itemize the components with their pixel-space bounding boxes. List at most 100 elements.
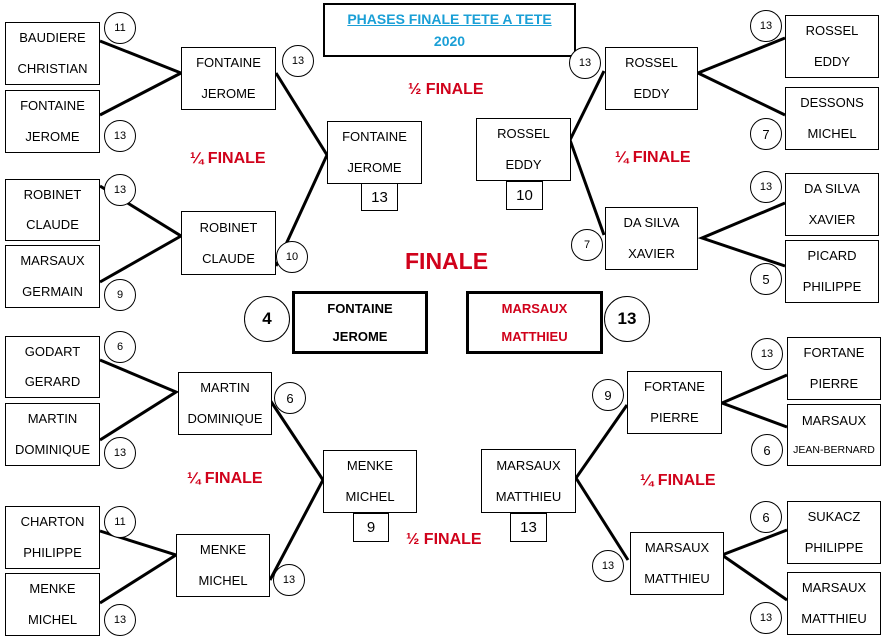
- quarter-final-label-top-right: ¼ FINALE: [615, 149, 691, 166]
- player-last-name: ROSSEL: [497, 126, 550, 142]
- score-circle: 13: [273, 564, 305, 596]
- final-score-circle: 4: [244, 296, 290, 342]
- score-circle: 13: [750, 10, 782, 42]
- player-last-name: ROBINET: [23, 187, 82, 203]
- finalist-box: MARSAUX MATTHIEU: [466, 291, 603, 354]
- player-last-name: FONTAINE: [342, 129, 407, 145]
- score-circle: 6: [750, 501, 782, 533]
- semi-winner-box: MENKE MICHEL: [323, 450, 417, 513]
- player-first-name: CHRISTIAN: [17, 60, 88, 76]
- score-circle: 7: [571, 229, 603, 261]
- finalist-box: FONTAINE JEROME: [292, 291, 428, 354]
- player-last-name: FONTAINE: [327, 300, 393, 316]
- score-circle: 13: [751, 338, 783, 370]
- player-last-name: ROBINET: [199, 219, 258, 235]
- player-first-name: MICHEL: [345, 488, 395, 504]
- player-first-name: MICHEL: [807, 125, 857, 141]
- player-last-name: MARTIN: [27, 411, 78, 427]
- player-box: MARTIN DOMINIQUE: [5, 403, 100, 466]
- player-last-name: ROSSEL: [625, 55, 678, 71]
- player-first-name: MICHEL: [198, 572, 248, 588]
- player-last-name: MARSAUX: [801, 580, 867, 596]
- player-last-name: FORTANE: [644, 379, 705, 395]
- player-first-name: EDDY: [813, 53, 851, 69]
- score-circle: 9: [104, 279, 136, 311]
- quarter-winner-box: ROBINET CLAUDE: [181, 211, 276, 275]
- semi-final-label-bottom: ½ FINALE: [406, 531, 482, 548]
- player-first-name: JEAN-BERNARD: [793, 444, 875, 457]
- player-box: MARSAUX JEAN-BERNARD: [787, 404, 881, 466]
- player-first-name: DOMINIQUE: [14, 441, 91, 457]
- score-circle: 13: [750, 602, 782, 634]
- player-last-name: MENKE: [199, 542, 247, 558]
- player-last-name: DA SILVA: [623, 215, 680, 231]
- score-circle: 11: [104, 12, 136, 44]
- quarter-final-label-bottom-right: ¼ FINALE: [640, 472, 716, 489]
- bracket-title: PHASES FINALE TETE A TETE 2020: [323, 3, 576, 57]
- score-circle: 7: [750, 118, 782, 150]
- quarter-winner-box: DA SILVA XAVIER: [605, 207, 698, 270]
- player-first-name: PHILIPPE: [804, 539, 864, 555]
- player-first-name: CLAUDE: [202, 250, 255, 266]
- player-last-name: MARSAUX: [20, 253, 85, 269]
- semi-final-label-top: ½ FINALE: [408, 81, 484, 98]
- player-last-name: MARSAUX: [501, 300, 568, 316]
- player-first-name: MICHEL: [27, 611, 78, 627]
- score-circle: 13: [104, 604, 136, 636]
- player-last-name: PICARD: [807, 248, 857, 264]
- player-first-name: XAVIER: [808, 211, 856, 227]
- player-last-name: CHARTON: [20, 514, 85, 530]
- player-box: BAUDIERE CHRISTIAN: [5, 22, 100, 85]
- player-box: ROBINET CLAUDE: [5, 179, 100, 241]
- player-box: CHARTON PHILIPPE: [5, 506, 100, 569]
- score-square: 9: [353, 513, 389, 542]
- player-first-name: MATTHIEU: [495, 488, 562, 504]
- score-circle: 13: [592, 550, 624, 582]
- player-last-name: MARSAUX: [801, 412, 867, 428]
- score-circle: 13: [282, 45, 314, 77]
- player-first-name: PIERRE: [650, 409, 699, 425]
- quarter-final-label-bottom-left: ¼ FINALE: [187, 470, 263, 487]
- player-last-name: DA SILVA: [804, 181, 860, 197]
- player-last-name: MARSAUX: [644, 540, 710, 556]
- quarter-winner-box: MENKE MICHEL: [176, 534, 270, 597]
- score-circle: 13: [569, 47, 601, 79]
- score-circle: 13: [750, 171, 782, 203]
- player-box: PICARD PHILIPPE: [785, 240, 879, 303]
- score-circle: 13: [104, 437, 136, 469]
- player-last-name: ROSSEL: [805, 23, 859, 39]
- player-last-name: MARTIN: [200, 380, 250, 396]
- player-box: GODART GERARD: [5, 336, 100, 398]
- player-last-name: MENKE: [29, 581, 76, 597]
- player-last-name: BAUDIERE: [19, 30, 86, 46]
- semi-winner-box: FONTAINE JEROME: [327, 121, 422, 184]
- title-line-1: PHASES FINALE TETE A TETE: [347, 11, 552, 27]
- player-last-name: FONTAINE: [20, 98, 85, 114]
- score-circle: 9: [592, 379, 624, 411]
- semi-winner-box: ROSSEL EDDY: [476, 118, 571, 181]
- player-box: MARSAUX MATTHIEU: [787, 572, 881, 635]
- player-first-name: CLAUDE: [26, 217, 79, 233]
- player-last-name: FONTAINE: [196, 55, 261, 71]
- quarter-winner-box: ROSSEL EDDY: [605, 47, 698, 110]
- player-box: SUKACZ PHILIPPE: [787, 501, 881, 564]
- player-box: DA SILVA XAVIER: [785, 173, 879, 236]
- score-circle: 6: [104, 331, 136, 363]
- player-box: FONTAINE JEROME: [5, 90, 100, 153]
- quarter-winner-box: FORTANE PIERRE: [627, 371, 722, 434]
- player-first-name: JEROME: [347, 159, 402, 175]
- player-first-name: GERARD: [24, 374, 81, 390]
- player-last-name: GODART: [24, 344, 81, 360]
- player-first-name: MATTHIEU: [801, 610, 867, 626]
- player-last-name: SUKACZ: [807, 509, 861, 525]
- player-box: MARSAUX GERMAIN: [5, 245, 100, 308]
- player-first-name: GERMAIN: [22, 283, 83, 299]
- score-circle: 13: [104, 120, 136, 152]
- player-first-name: DOMINIQUE: [187, 410, 263, 426]
- player-first-name: PHILIPPE: [802, 278, 862, 294]
- quarter-final-label-top-left: ¼ FINALE: [190, 150, 266, 167]
- player-last-name: MENKE: [346, 458, 394, 474]
- quarter-winner-box: MARSAUX MATTHIEU: [630, 532, 724, 595]
- player-box: FORTANE PIERRE: [787, 337, 881, 400]
- player-first-name: JEROME: [332, 329, 388, 345]
